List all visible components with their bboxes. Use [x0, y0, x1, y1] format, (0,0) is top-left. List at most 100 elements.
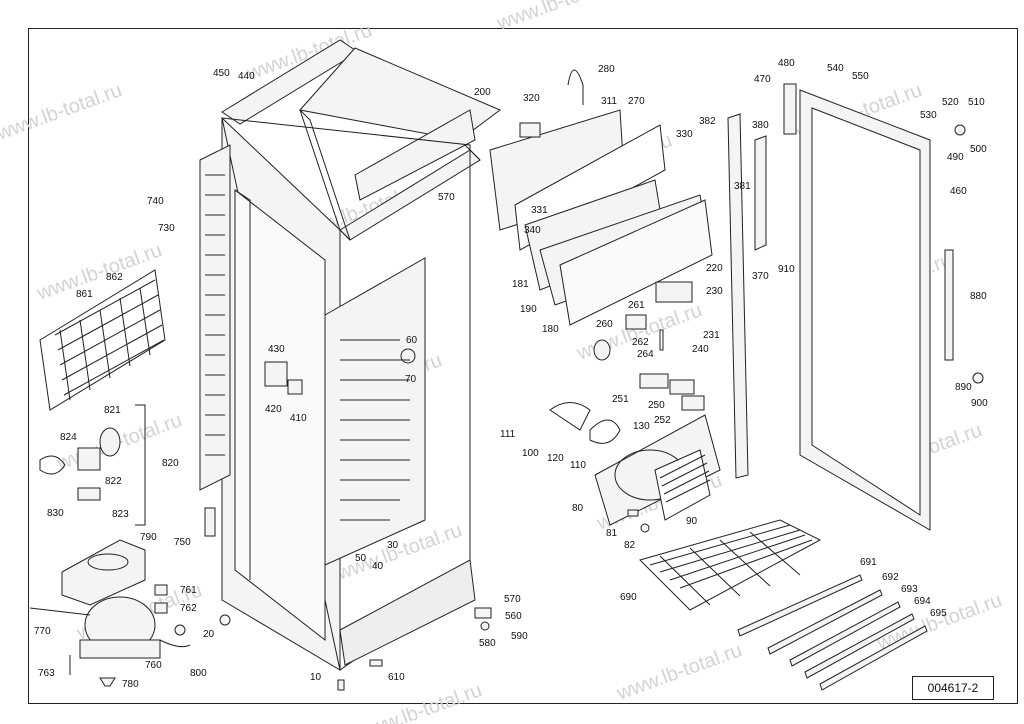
- callout-231: 231: [703, 330, 720, 341]
- drawing-frame: [28, 28, 1018, 704]
- callout-440: 440: [238, 71, 255, 82]
- callout-252: 252: [654, 415, 671, 426]
- callout-30: 30: [387, 540, 399, 551]
- callout-70: 70: [405, 374, 417, 385]
- callout-120: 120: [547, 453, 564, 464]
- callout-60: 60: [406, 335, 418, 346]
- callout-100: 100: [522, 448, 539, 459]
- callout-530: 530: [920, 110, 937, 121]
- shelf-strips: [737, 574, 928, 691]
- fan-motor-assembly-820: [39, 404, 146, 526]
- callout-370: 370: [752, 271, 769, 282]
- callout-580: 580: [479, 638, 496, 649]
- callout-264: 264: [637, 349, 654, 360]
- callout-251: 251: [612, 394, 629, 405]
- callout-261: 261: [628, 300, 645, 311]
- callout-590: 590: [511, 631, 528, 642]
- callout-320: 320: [523, 93, 540, 104]
- callout-830: 830: [47, 508, 64, 519]
- document-number-box: 004617-2: [912, 676, 994, 700]
- callout-380: 380: [752, 120, 769, 131]
- callout-550: 550: [852, 71, 869, 82]
- callout-490: 490: [947, 152, 964, 163]
- callout-80: 80: [572, 503, 584, 514]
- callout-480: 480: [778, 58, 795, 69]
- wire-shelf: [639, 519, 822, 611]
- callout-240: 240: [692, 344, 709, 355]
- callout-82: 82: [624, 540, 636, 551]
- callout-900: 900: [971, 398, 988, 409]
- callout-910: 910: [778, 264, 795, 275]
- callout-181: 181: [512, 279, 529, 290]
- callout-50: 50: [355, 553, 367, 564]
- watermark-text: www.lb-total.ru: [493, 0, 625, 35]
- callout-381: 381: [734, 181, 751, 192]
- callout-410: 410: [290, 413, 307, 424]
- callout-824: 824: [60, 432, 77, 443]
- callout-760: 760: [145, 660, 162, 671]
- callout-762: 762: [180, 603, 197, 614]
- callout-822: 822: [105, 476, 122, 487]
- callout-420: 420: [265, 404, 282, 415]
- callout-110: 110: [570, 460, 586, 471]
- callout-780: 780: [122, 679, 139, 690]
- callout-180: 180: [542, 324, 559, 335]
- callout-450: 450: [213, 68, 230, 79]
- callout-460: 460: [950, 186, 967, 197]
- callout-690: 690: [620, 592, 637, 603]
- callout-692: 692: [882, 572, 899, 583]
- callout-130: 130: [633, 421, 650, 432]
- callout-570b: 570: [504, 594, 521, 605]
- callout-560: 560: [505, 611, 522, 622]
- rear-grille: [39, 269, 166, 411]
- callout-262: 262: [632, 337, 649, 348]
- side-condenser: [199, 144, 231, 491]
- callout-693: 693: [901, 584, 918, 595]
- light-cover-assembly: [489, 69, 713, 326]
- callout-750: 750: [174, 537, 191, 548]
- callout-111: 111: [500, 429, 516, 440]
- callout-190: 190: [520, 304, 537, 315]
- callout-520: 520: [942, 97, 959, 108]
- hardware-items: [154, 124, 984, 691]
- fan-and-shroud: [549, 402, 721, 526]
- callout-800: 800: [190, 668, 207, 679]
- callout-770: 770: [34, 626, 51, 637]
- callout-250: 250: [648, 400, 665, 411]
- callout-470: 470: [754, 74, 771, 85]
- callout-382: 382: [699, 116, 716, 127]
- watermark-text: www.lb-total.ru: [613, 639, 745, 705]
- callout-270: 270: [628, 96, 645, 107]
- callout-761: 761: [180, 585, 197, 596]
- callout-695: 695: [930, 608, 947, 619]
- callout-200: 200: [474, 87, 491, 98]
- evaporator-plate: [324, 257, 426, 566]
- callout-540: 540: [827, 63, 844, 74]
- thermostat-and-switches: [593, 281, 705, 411]
- callout-90: 90: [686, 516, 698, 527]
- callout-610: 610: [388, 672, 405, 683]
- cabinet-body: [221, 116, 476, 671]
- document-number: 004617-2: [927, 681, 979, 695]
- callout-823: 823: [112, 509, 129, 520]
- callout-880: 880: [970, 291, 987, 302]
- callout-81: 81: [606, 528, 618, 539]
- callout-694: 694: [914, 596, 931, 607]
- callout-10: 10: [310, 672, 322, 683]
- callout-862: 862: [106, 272, 123, 283]
- compressor-assembly: [29, 539, 191, 687]
- callout-311: 311: [601, 96, 617, 107]
- callout-260: 260: [596, 319, 613, 330]
- callout-570: 570: [438, 192, 455, 203]
- callout-20: 20: [203, 629, 215, 640]
- callout-740: 740: [147, 196, 164, 207]
- callout-331: 331: [531, 205, 548, 216]
- callout-430: 430: [268, 344, 285, 355]
- callout-40: 40: [372, 561, 384, 572]
- callout-821: 821: [104, 405, 121, 416]
- callout-230: 230: [706, 286, 723, 297]
- callout-220: 220: [706, 263, 723, 274]
- callout-500: 500: [970, 144, 987, 155]
